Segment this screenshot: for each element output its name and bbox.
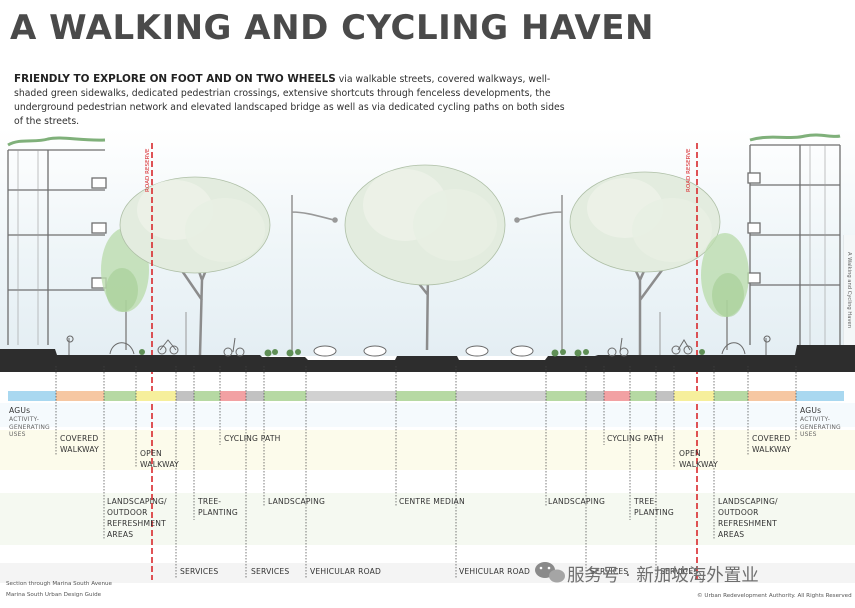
tree-right-small	[701, 233, 749, 350]
intro-lead: FRIENDLY TO EXPLORE ON FOOT AND ON TWO W…	[14, 73, 336, 85]
building-right	[747, 133, 841, 345]
watermark-text: 服务号 · 新加坡海外置业	[567, 566, 759, 586]
label-centre-median: CENTRE MEDIAN	[399, 497, 465, 506]
street-lamp-left	[185, 195, 338, 355]
label-tree-planting-left: TREE-PLANTING	[198, 497, 238, 517]
page-title: A WALKING AND CYCLING HAVEN	[10, 8, 654, 48]
intro-paragraph: FRIENDLY TO EXPLORE ON FOOT AND ON TWO W…	[14, 72, 574, 129]
label-landscaping-outdoor-right: LANDSCAPING/ OUTDOOR REFRESHMENT AREAS	[718, 497, 778, 539]
side-caption-strip	[843, 235, 855, 345]
footer-guide-caption: Marina South Urban Design Guide	[6, 592, 102, 598]
street-lamp-right	[514, 195, 661, 355]
tree-centre	[344, 164, 506, 351]
label-open-walkway-left: OPEN WALKWAY	[140, 449, 179, 469]
label-services-left-1: SERVICES	[180, 567, 219, 576]
label-services-right-1: SERVICES	[590, 567, 629, 576]
building-left	[7, 136, 107, 345]
shrubs	[139, 349, 705, 357]
label-landscaping-right: LANDSCAPING	[548, 497, 606, 506]
tree-left-large	[119, 176, 271, 356]
legend-row-bands	[0, 403, 855, 583]
ground-section	[0, 345, 855, 372]
label-vehicular-road-left: VEHICULAR ROAD	[310, 567, 382, 576]
footer-section-caption: Section through Marina South Avenue	[6, 581, 112, 587]
street-furniture	[66, 335, 771, 357]
intro-text: via walkable streets, covered walkways, …	[14, 74, 565, 127]
side-caption: A Walking and Cycling Haven	[846, 252, 852, 328]
label-open-walkway-right: OPEN WALKWAY	[679, 449, 718, 469]
label-cycling-path-left: CYCLING PATH	[224, 434, 281, 443]
road-reserve-label-right: ROAD RESERVE	[686, 148, 692, 192]
road-reserve-label-left: ROAD RESERVE	[145, 148, 151, 192]
label-landscaping-outdoor-left: LANDSCAPING/ OUTDOOR REFRESHMENT AREAS	[107, 497, 167, 539]
label-cycling-path-right: CYCLING PATH	[607, 434, 664, 443]
label-vehicular-road-right: VEHICULAR ROAD	[459, 567, 531, 576]
footer-copyright: © Urban Redevelopment Authority. All Rig…	[697, 593, 852, 599]
label-landscaping-left: LANDSCAPING	[268, 497, 326, 506]
label-services-left-2: SERVICES	[251, 567, 290, 576]
zone-divider-lines	[55, 366, 797, 578]
tree-right-large	[569, 171, 721, 355]
label-covered-walkway-left: COVERED WALKWAY	[60, 434, 99, 454]
label-services-right-2: SERVICES	[660, 567, 699, 576]
label-covered-walkway-right: COVERED WALKWAY	[752, 434, 791, 454]
zone-band	[8, 391, 844, 401]
label-tree-planting-right: TREE-PLANTING	[634, 497, 674, 517]
